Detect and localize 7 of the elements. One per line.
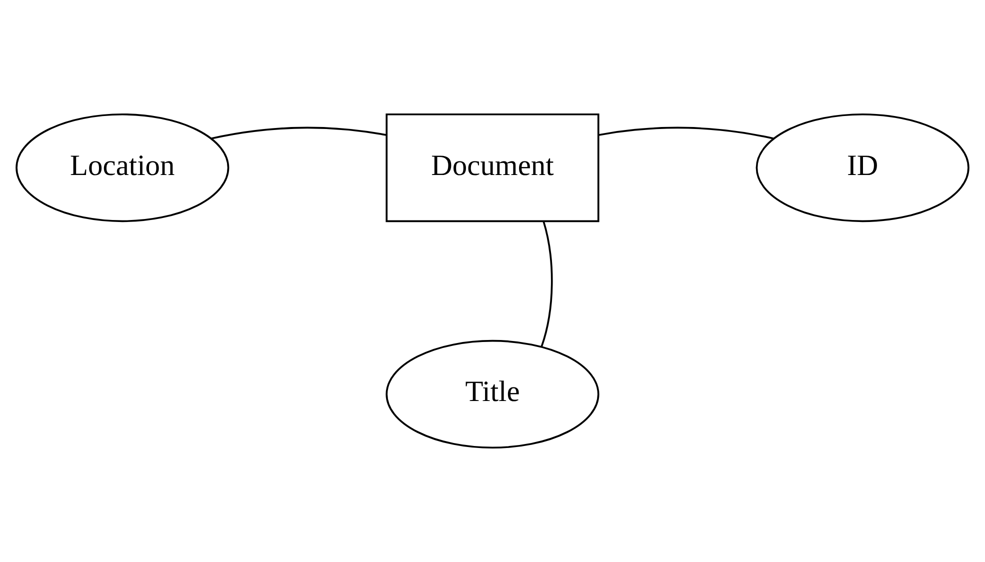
node-ellipse: ID bbox=[756, 113, 970, 222]
node-ellipse: Location bbox=[16, 113, 230, 222]
connector bbox=[211, 126, 387, 140]
connector bbox=[598, 126, 774, 140]
node-box: Document bbox=[386, 113, 600, 222]
node-ellipse: Title bbox=[386, 340, 600, 449]
connector bbox=[540, 221, 553, 347]
